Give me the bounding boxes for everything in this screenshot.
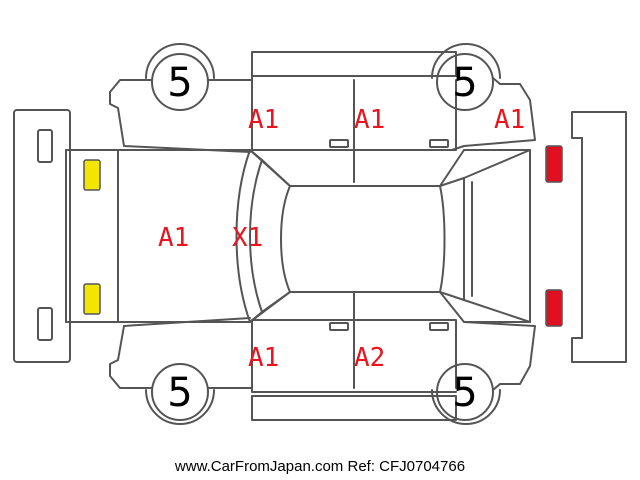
upper-front-door-code: A1 bbox=[248, 105, 279, 135]
front-right-headlight bbox=[83, 283, 101, 315]
footer-ref: Ref: CFJ0704766 bbox=[347, 458, 466, 475]
rear-left-wheel-number: 5 bbox=[452, 60, 477, 106]
footer-site: www.CarFromJapan.com bbox=[174, 458, 344, 475]
windshield-code: X1 bbox=[232, 223, 263, 253]
upper-rear-quarter-code: A1 bbox=[494, 105, 525, 135]
rear-right-wheel-number: 5 bbox=[452, 370, 477, 416]
front-left-wheel-number: 5 bbox=[167, 60, 192, 106]
lower-rear-door-code: A2 bbox=[354, 343, 385, 373]
rear-bumper bbox=[571, 111, 627, 363]
front-right-wheel-number: 5 bbox=[167, 370, 192, 416]
rear-right-wheel bbox=[436, 363, 494, 421]
rear-right-taillight bbox=[545, 289, 563, 327]
rear-left-wheel bbox=[436, 53, 494, 111]
wheel-arches bbox=[145, 43, 501, 425]
upper-rocker bbox=[251, 51, 457, 77]
upper-rear-door-code: A1 bbox=[354, 105, 385, 135]
lower-front-door-code: A1 bbox=[248, 343, 279, 373]
front-left-headlight bbox=[83, 159, 101, 191]
top-view-body bbox=[65, 149, 531, 323]
rear-window bbox=[439, 149, 531, 323]
hood-code: A1 bbox=[158, 223, 189, 253]
watermark-footer: www.CarFromJapan.com Ref: CFJ0704766 bbox=[0, 458, 640, 475]
vehicle-condition-diagram: 5 5 5 5 A1 A1 A1 A1 X1 A1 A2 bbox=[13, 43, 627, 425]
front-bumper bbox=[13, 109, 71, 363]
windshield bbox=[235, 149, 291, 323]
lower-rocker bbox=[251, 395, 457, 421]
front-left-wheel bbox=[151, 53, 209, 111]
front-right-wheel bbox=[151, 363, 209, 421]
rear-left-taillight bbox=[545, 145, 563, 183]
roof bbox=[280, 185, 446, 293]
